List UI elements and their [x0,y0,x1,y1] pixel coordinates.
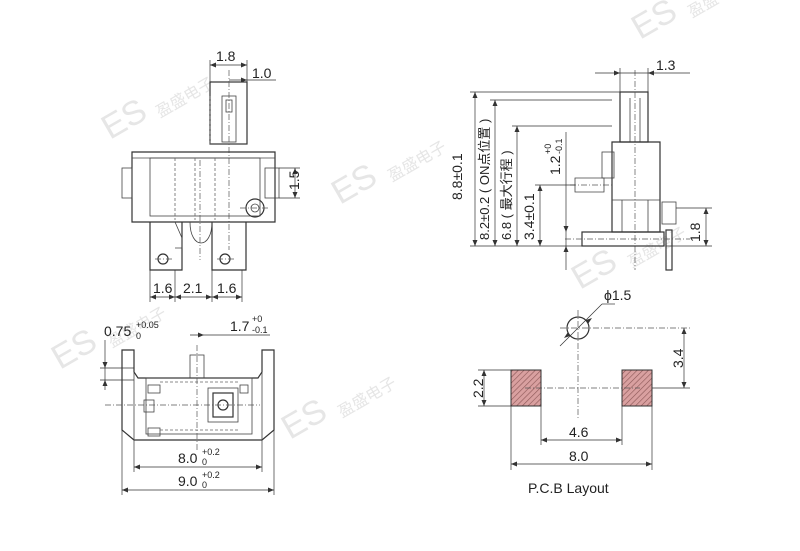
watermark-chinese: 盈盛电子 [335,373,400,421]
dim-tolerance: +0.05 [136,320,159,330]
dim-label: 0.75 [104,323,131,339]
pcb-layout: ϕ1.5 2.2 3.4 4.6 8.0 P.C.B Layout [470,287,690,496]
dim-label: 8.0 [569,448,589,464]
watermark-brand: ES [45,321,103,377]
watermark-brand: ES [325,156,383,212]
watermark-chinese: 盈盛电子 [625,223,690,271]
dim-label: 2.1 [183,280,203,296]
dim-tolerance: +0 [252,314,262,324]
dim-label: 8.0 [178,450,198,466]
dim-tolerance: 0 [202,480,207,490]
dim-label: 1.6 [217,280,237,296]
dim-label: ϕ1.5 [604,287,632,303]
dim-tolerance: 0 [136,331,141,341]
dim-tolerance: -0.1 [554,138,564,154]
watermark-brand: ES [275,391,333,447]
dim-label: 3.4 [670,348,686,368]
dim-label: 1.8 [216,48,236,64]
dim-label: 6.8 ( 最大行程 ) [499,150,514,240]
side-view: 1.3 8.8±0.1 8.2±0.2 ( ON点位置 ) 6.8 ( 最大行程… [449,57,712,271]
dim-label: 1.5 [286,170,302,190]
dim-label: 8.2±0.2 ( ON点位置 ) [477,119,492,240]
dim-label: 1.7 [230,318,250,334]
dim-label: 9.0 [178,473,198,489]
pcb-hole [566,316,590,340]
dim-tolerance: +0 [543,144,553,154]
dim-label: 2.2 [470,378,486,398]
bottom-view: 0.75 +0.05 0 1.7 +0 -0.1 8.0 +0.2 0 9.0 … [100,314,275,495]
dim-label: 1.6 [153,280,173,296]
dim-tolerance: 0 [202,457,207,467]
watermark-chinese: 盈盛电子 [385,137,450,185]
dim-label: 1.2 [547,155,563,175]
dim-label: 1.0 [252,65,272,81]
dim-label: 3.4±0.1 [521,193,537,240]
pcb-layout-title: P.C.B Layout [528,480,609,496]
dim-label: 1.3 [656,57,676,73]
dim-label: 4.6 [569,424,589,440]
dim-tolerance: +0.2 [202,470,220,480]
dim-label: 8.8±0.1 [449,153,465,200]
dim-label: 1.8 [687,222,703,242]
watermark-chinese: 盈盛电子 [685,0,750,21]
watermark-chinese: 盈盛电子 [153,73,218,121]
front-view: 1.8 1.0 1.5 1.6 2.1 1.6 [121,48,302,302]
dim-tolerance: -0.1 [252,325,268,335]
dim-tolerance: +0.2 [202,447,220,457]
watermark-brand: ES [625,0,683,47]
watermark-brand: ES [95,91,153,147]
